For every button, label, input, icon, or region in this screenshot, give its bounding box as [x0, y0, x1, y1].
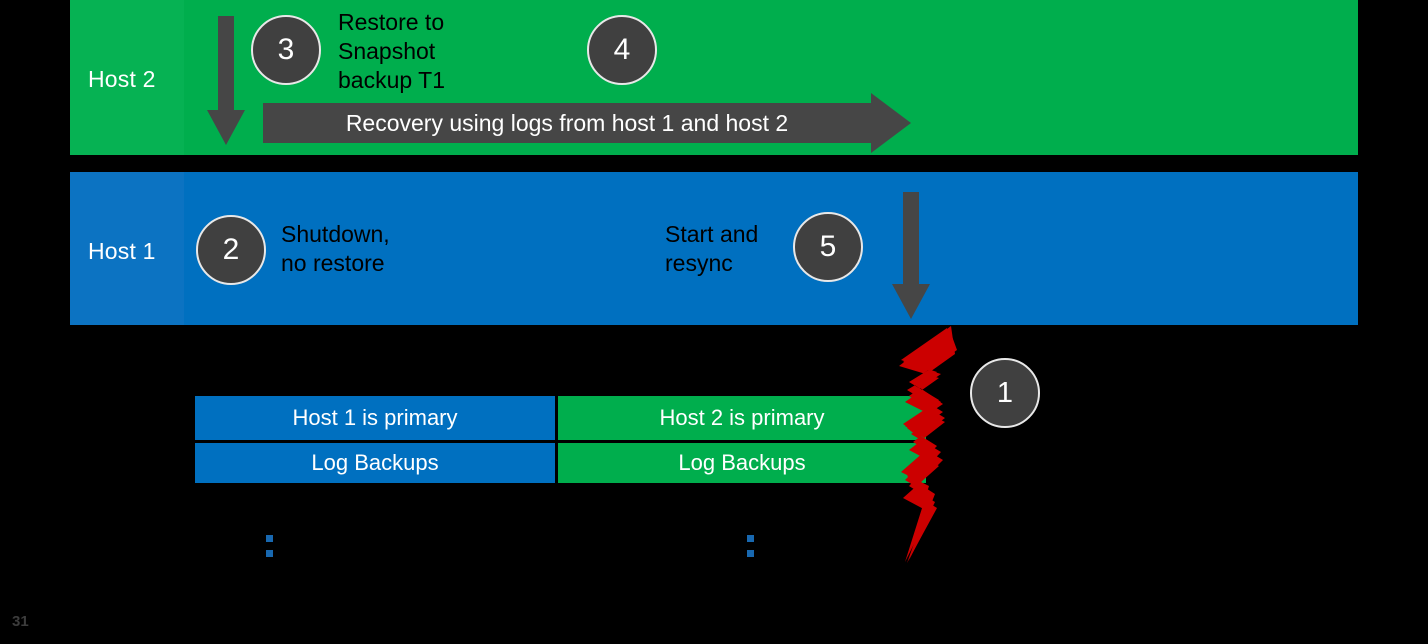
timeline-tick-icon-left	[266, 535, 273, 559]
arrow-right-icon-body	[263, 103, 871, 143]
recovery-arrow: Recovery using logs from host 1 and host…	[263, 93, 911, 153]
host1-label-pane	[70, 172, 184, 325]
arrow-down-icon-shaft	[218, 16, 234, 112]
arrow-down-icon-head	[892, 284, 930, 319]
recovery-arrow-label: Recovery using logs from host 1 and host…	[345, 109, 789, 136]
host2-restore-note: Restore to Snapshot backup T1	[338, 9, 445, 93]
step-circle-4[interactable]: 4	[587, 15, 657, 85]
host2-band-label: Host 2	[88, 66, 156, 92]
arrow-down-icon-head	[207, 110, 245, 145]
step-circle-5[interactable]: 5	[793, 212, 863, 282]
host1-band-label: Host 1	[88, 238, 156, 264]
host1-start-resync-note: Start and resync	[665, 221, 759, 276]
timeline-tick-icon-right	[747, 535, 754, 559]
timeline-host1-log-backups: Log Backups	[195, 443, 555, 483]
arrow-down-icon-shaft	[903, 192, 919, 286]
host1-band	[70, 172, 1358, 325]
host1-down-arrow	[891, 192, 931, 320]
page-number: 31	[12, 613, 29, 630]
host2-label-pane	[70, 0, 184, 155]
step-circle-2[interactable]: 2	[196, 215, 266, 285]
timeline-host1-primary: Host 1 is primary	[195, 396, 555, 440]
step-circle-3[interactable]: 3	[251, 15, 321, 85]
step-circle-1[interactable]: 1	[970, 358, 1040, 428]
host2-down-arrow	[206, 16, 246, 145]
arrow-right-icon-head	[871, 93, 911, 153]
lightning-bolt-icon	[895, 326, 963, 564]
timeline-host2-primary: Host 2 is primary	[558, 396, 926, 440]
host1-shutdown-note: Shutdown, no restore	[281, 221, 390, 276]
timeline-host2-log-backups: Log Backups	[558, 443, 926, 483]
